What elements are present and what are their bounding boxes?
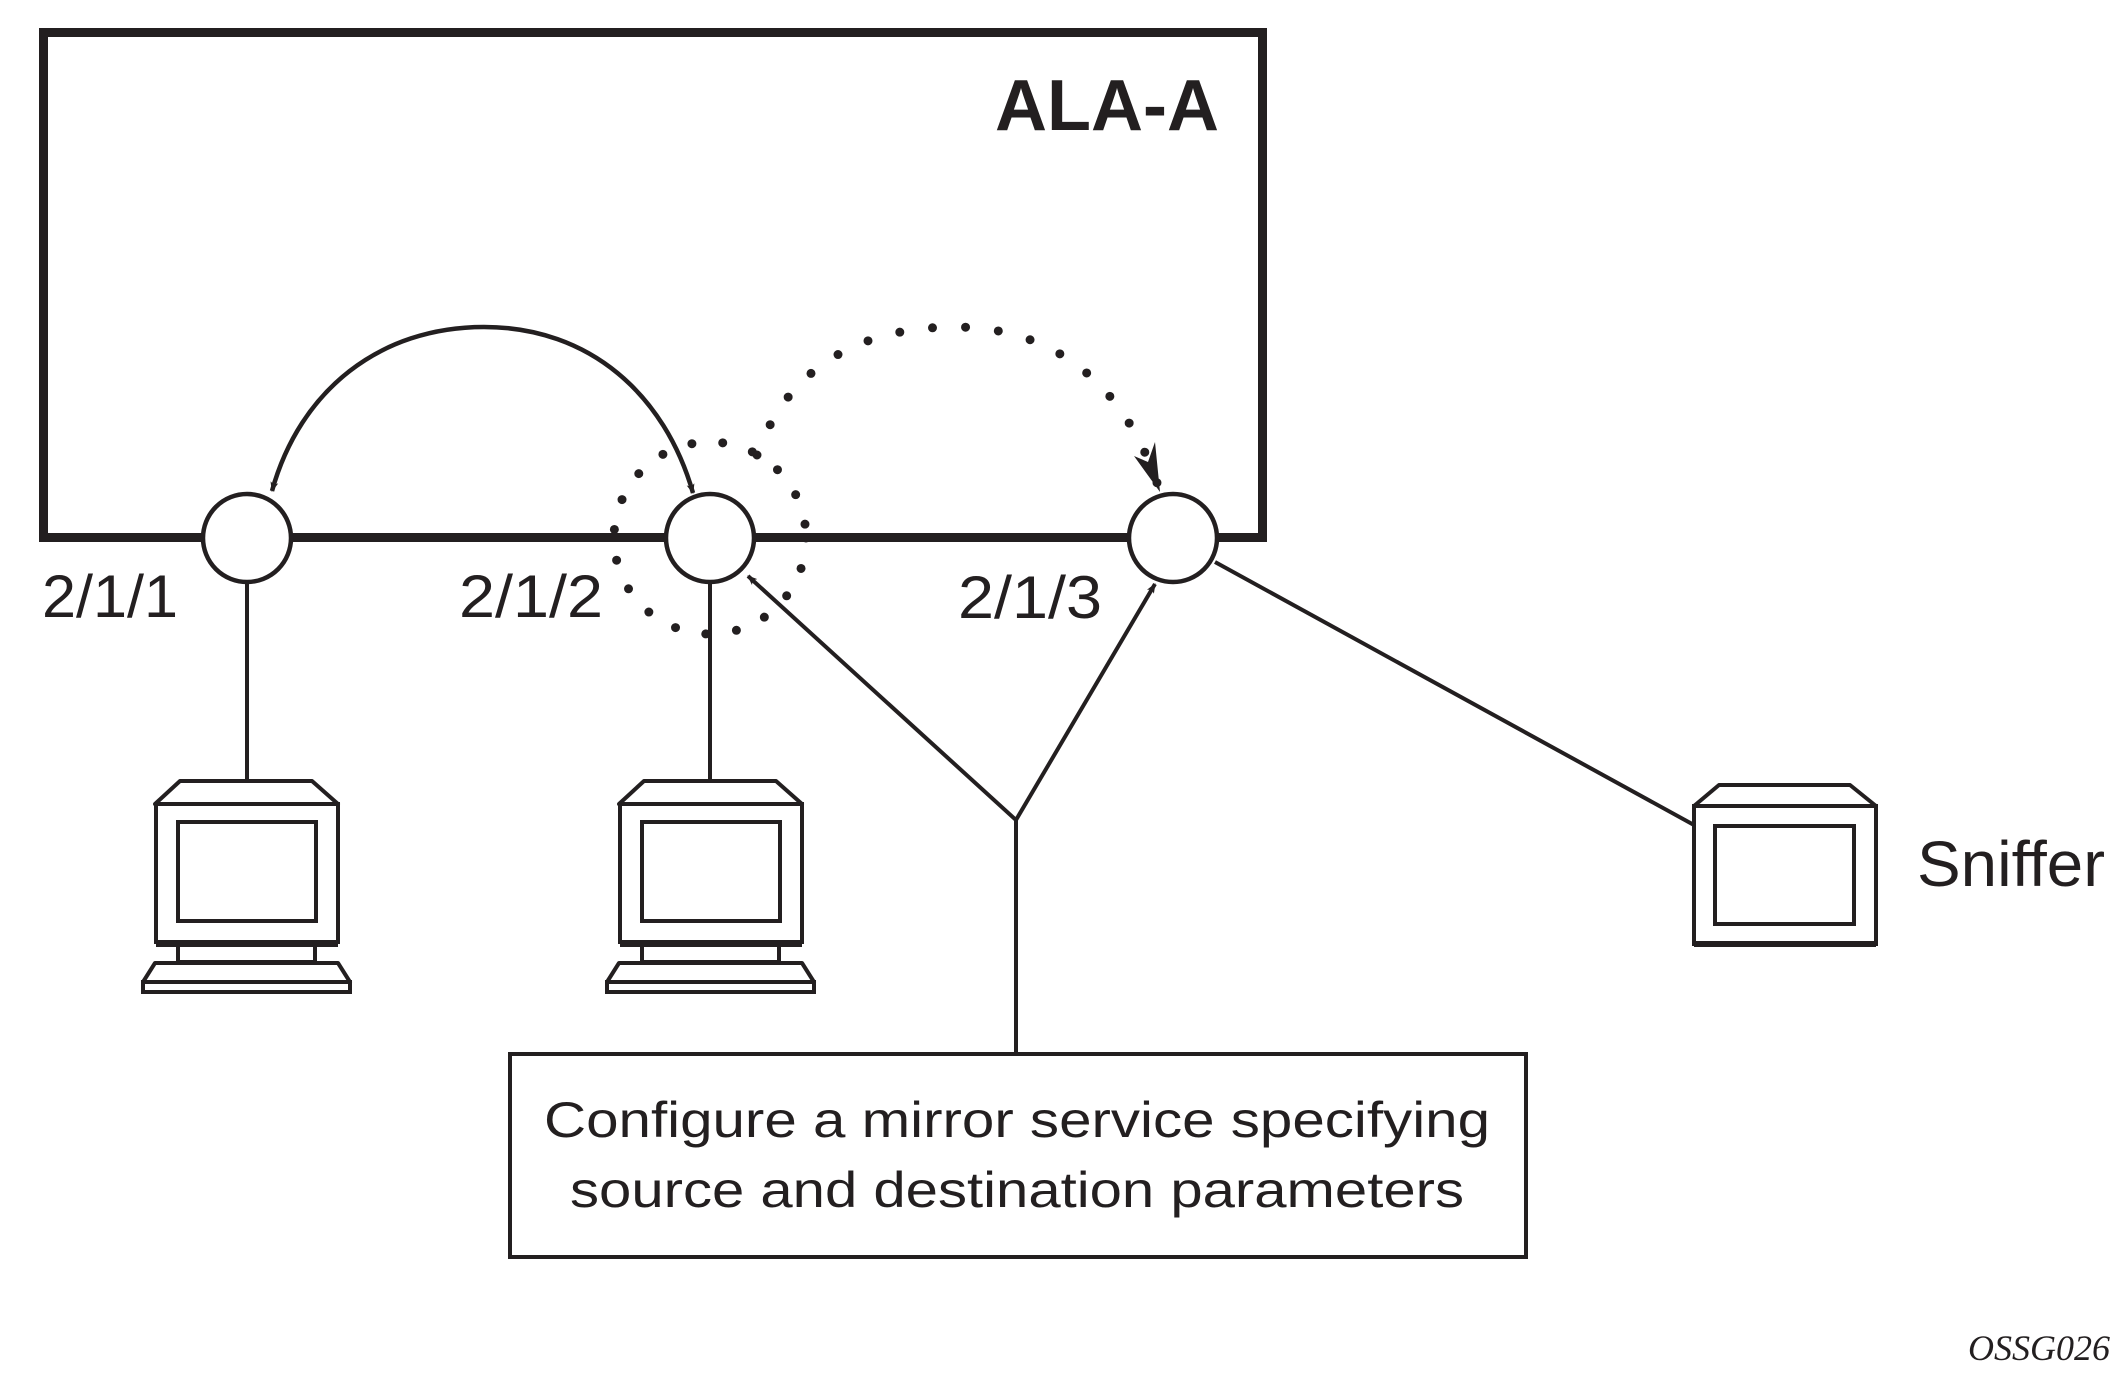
callout-box: Configure a mirror service specifying so… bbox=[508, 1052, 1528, 1259]
sniffer-label: Sniffer bbox=[1917, 828, 2105, 900]
router-box bbox=[39, 28, 1267, 542]
callout-frame bbox=[508, 1052, 1528, 1259]
mirror-flow-arrow-2-1-2-to-2-1-3 bbox=[752, 322, 1165, 497]
port-circle-icon[interactable] bbox=[663, 491, 757, 585]
computer-icon bbox=[605, 779, 816, 994]
traffic-flow-arrow-2-1-1-to-2-1-2 bbox=[269, 324, 696, 494]
port-label-2-1-2: 2/1/2 bbox=[459, 563, 603, 630]
computer-icon bbox=[141, 779, 352, 994]
callout-line-2: source and destination parameters bbox=[570, 1162, 1464, 1218]
callout-pointer-to-2-1-2 bbox=[746, 574, 1018, 822]
port-2-1-2[interactable] bbox=[663, 491, 757, 585]
mirror-flow-arrowhead bbox=[1134, 442, 1160, 492]
callout-line-1: Configure a mirror service specifying bbox=[544, 1092, 1490, 1148]
router-title: ALA-A bbox=[995, 66, 1219, 146]
port-2-1-1[interactable] bbox=[200, 491, 294, 585]
router-ala-a: ALA-A bbox=[39, 28, 1267, 542]
figure-id: OSSG026 bbox=[1968, 1328, 2110, 1368]
port-circle-icon[interactable] bbox=[1126, 491, 1220, 585]
port-label-2-1-1: 2/1/1 bbox=[42, 563, 178, 630]
link-2-1-3-to-sniffer bbox=[1214, 560, 1695, 827]
port-2-1-3[interactable] bbox=[1126, 491, 1220, 585]
callout-pointer-to-2-1-3 bbox=[1014, 582, 1157, 822]
port-circle-icon[interactable] bbox=[200, 491, 294, 585]
port-label-2-1-3: 2/1/3 bbox=[958, 564, 1102, 631]
sniffer-monitor-icon bbox=[1692, 783, 1878, 947]
